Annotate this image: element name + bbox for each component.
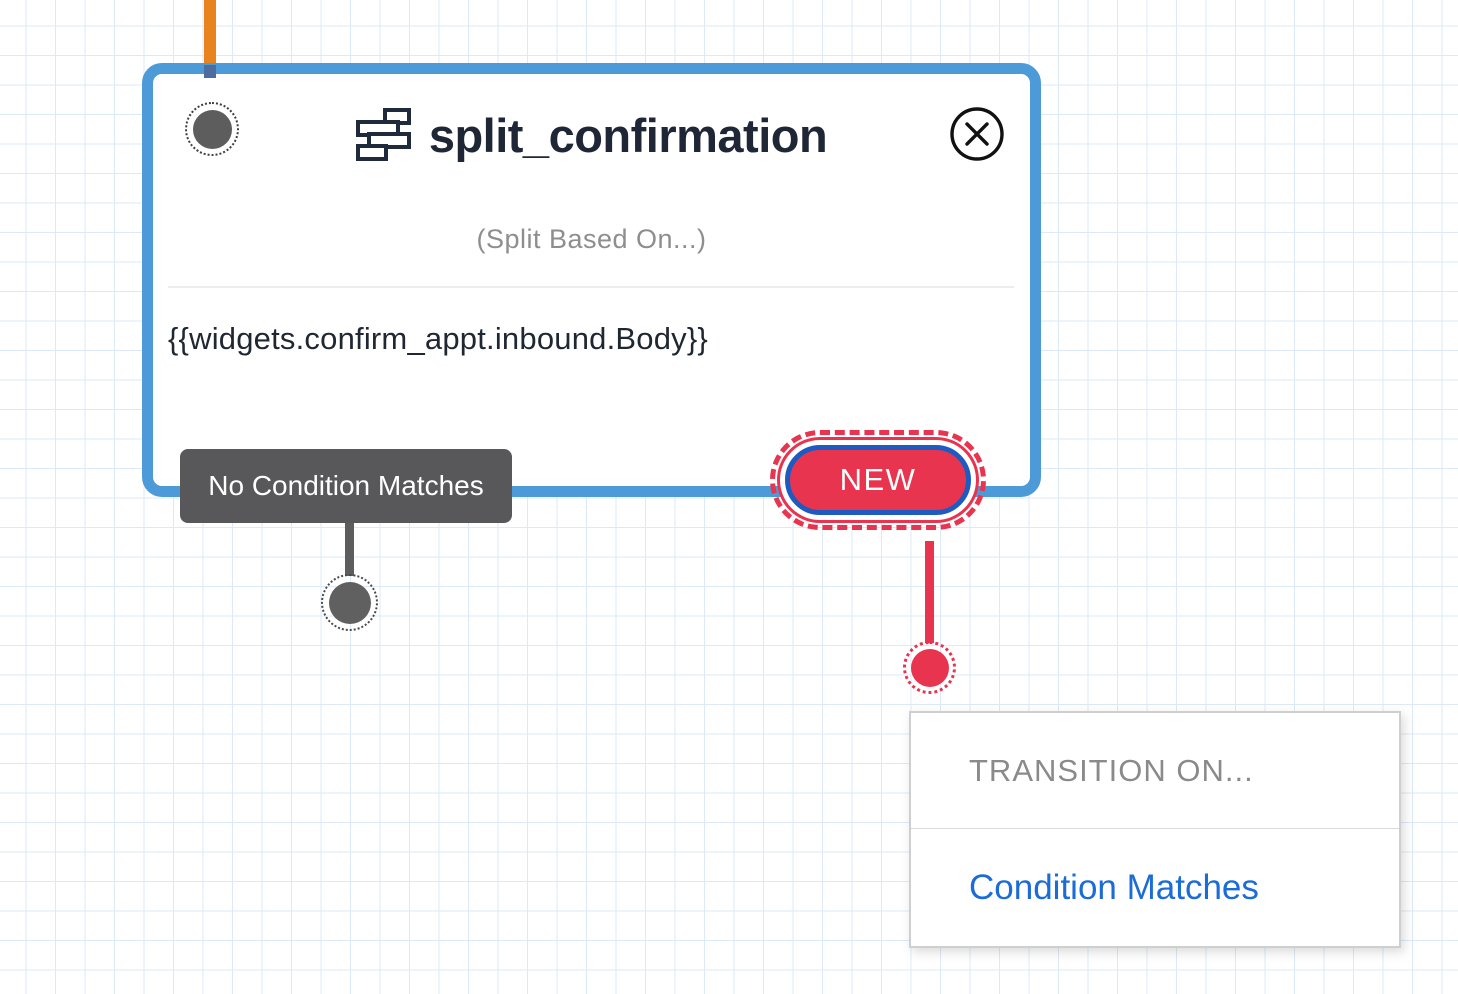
transition-new-button[interactable]: NEW [770, 430, 986, 530]
new-button-ring: NEW [777, 437, 979, 523]
new-connector-line [925, 541, 934, 643]
widget-input-connector-dot[interactable] [185, 102, 239, 156]
transition-menu: TRANSITION ON... Condition Matches [909, 711, 1401, 948]
menu-divider [911, 828, 1399, 829]
new-connector-dot[interactable] [903, 641, 956, 694]
connector-dot-fill [910, 648, 949, 687]
connection-border-overlap [204, 65, 216, 78]
card-divider [168, 286, 1014, 288]
incoming-connection-line [204, 0, 216, 66]
transition-menu-header: TRANSITION ON... [969, 752, 1254, 788]
new-button-label[interactable]: NEW [785, 445, 971, 515]
connector-dot-fill [192, 109, 232, 149]
menu-item-condition-matches[interactable]: Condition Matches [969, 867, 1259, 907]
widget-card-split-confirmation[interactable] [142, 63, 1041, 497]
no-match-connector-line [345, 523, 354, 576]
widget-body-expression: {{widgets.confirm_appt.inbound.Body}} [168, 321, 708, 356]
widget-subtitle: (Split Based On...) [476, 224, 707, 254]
no-match-connector-dot[interactable] [321, 574, 378, 631]
transition-no-match-label[interactable]: No Condition Matches [180, 449, 512, 523]
connector-dot-fill [328, 581, 371, 624]
close-icon[interactable] [949, 106, 1005, 162]
